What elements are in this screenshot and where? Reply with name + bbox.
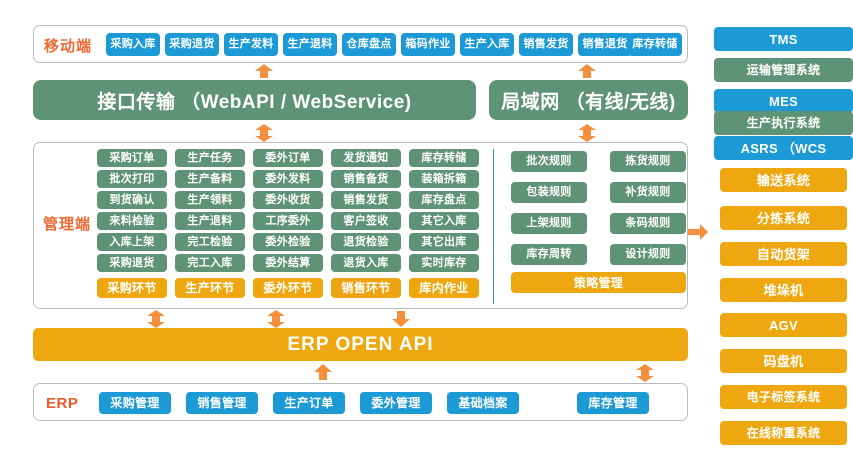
mgmt-c4-r5[interactable]: 实时库存 — [409, 254, 479, 272]
system-tms-name[interactable]: 运输管理系统 — [714, 58, 853, 82]
mgmt-c3-r4[interactable]: 退货检验 — [331, 233, 401, 251]
mgmt-c1-footer[interactable]: 生产环节 — [175, 278, 245, 298]
mgmt-c1-r2[interactable]: 生产领料 — [175, 191, 245, 209]
mgmt-c0-r3[interactable]: 来料检验 — [97, 212, 167, 230]
asrs-item-0[interactable]: 输送系统 — [720, 168, 847, 192]
asrs-item-2[interactable]: 自动货架 — [720, 242, 847, 266]
asrs-item-7[interactable]: 在线称重系统 — [720, 421, 847, 445]
strategy-r3-c1[interactable]: 设计规则 — [610, 244, 686, 265]
mobile-terminal-label: 移动端 — [44, 38, 93, 55]
strategy-r1-c1[interactable]: 补货规则 — [610, 182, 686, 203]
mgmt-c4-r3[interactable]: 其它入库 — [409, 212, 479, 230]
interface-transport-bar: 接口传输 （WebAPI / WebService) — [33, 80, 476, 120]
lan-bar: 局域网 （有线/无线) — [489, 80, 688, 120]
mgmt-c2-r4[interactable]: 委外检验 — [253, 233, 323, 251]
arrow-up-api-erp — [314, 364, 332, 380]
mgmt-c4-r0[interactable]: 库存转储 — [409, 149, 479, 167]
erp-item-inventory[interactable]: 库存管理 — [577, 392, 649, 414]
system-tms-code[interactable]: TMS — [714, 27, 853, 51]
mgmt-c4-r1[interactable]: 装箱拆箱 — [409, 170, 479, 188]
mobile-terminal-panel: 移动端 采购入库 采购退货 生产发料 生产退料 仓库盘点 箱码作业 生产入库 销… — [33, 25, 688, 63]
arrow-updown-lan-strategy — [578, 124, 596, 142]
mgmt-c3-footer[interactable]: 销售环节 — [331, 278, 401, 298]
mobile-item-1[interactable]: 采购退货 — [165, 33, 219, 56]
mgmt-c3-r1[interactable]: 销售备货 — [331, 170, 401, 188]
mgmt-c3-r0[interactable]: 发货通知 — [331, 149, 401, 167]
asrs-item-4[interactable]: AGV — [720, 313, 847, 337]
erp-open-api-bar: ERP OPEN API — [33, 328, 688, 361]
mgmt-c0-r0[interactable]: 采购订单 — [97, 149, 167, 167]
strategy-footer[interactable]: 策略管理 — [511, 272, 686, 293]
mgmt-c1-r4[interactable]: 完工检验 — [175, 233, 245, 251]
mgmt-c1-r3[interactable]: 生产退料 — [175, 212, 245, 230]
arrow-updown-mgmt-api-2 — [267, 310, 285, 328]
arrow-updown-mgmt-api-1 — [147, 310, 165, 328]
erp-item-1[interactable]: 销售管理 — [186, 392, 258, 414]
mobile-item-0[interactable]: 采购入库 — [106, 33, 160, 56]
mgmt-c1-r5[interactable]: 完工入库 — [175, 254, 245, 272]
mgmt-c2-r2[interactable]: 委外收货 — [253, 191, 323, 209]
mgmt-c0-footer[interactable]: 采购环节 — [97, 278, 167, 298]
strategy-r2-c0[interactable]: 上架规则 — [511, 213, 587, 234]
mgmt-c4-footer[interactable]: 库内作业 — [409, 278, 479, 298]
mobile-item-9[interactable]: 库存转储 — [628, 33, 682, 56]
mobile-item-8[interactable]: 销售退货 — [578, 33, 632, 56]
arrow-up-mobile-lan — [578, 64, 596, 78]
mobile-item-4[interactable]: 仓库盘点 — [342, 33, 396, 56]
mgmt-c2-r0[interactable]: 委外订单 — [253, 149, 323, 167]
mgmt-c2-r5[interactable]: 委外结算 — [253, 254, 323, 272]
strategy-r0-c0[interactable]: 批次规则 — [511, 151, 587, 172]
mgmt-c2-r3[interactable]: 工序委外 — [253, 212, 323, 230]
mobile-item-5[interactable]: 箱码作业 — [401, 33, 455, 56]
arrow-up-mobile-api — [255, 64, 273, 78]
mobile-item-7[interactable]: 销售发货 — [519, 33, 573, 56]
mobile-item-2[interactable]: 生产发料 — [224, 33, 278, 56]
arrow-down-mgmt-api — [392, 311, 410, 327]
erp-item-2[interactable]: 生产订单 — [273, 392, 345, 414]
arrow-updown-api-mgmt — [255, 124, 273, 142]
strategy-r0-c1[interactable]: 拣货规则 — [610, 151, 686, 172]
mgmt-c1-r0[interactable]: 生产任务 — [175, 149, 245, 167]
asrs-item-6[interactable]: 电子标签系统 — [720, 385, 847, 409]
mobile-item-6[interactable]: 生产入库 — [460, 33, 514, 56]
mgmt-c0-r4[interactable]: 入库上架 — [97, 233, 167, 251]
mobile-item-3[interactable]: 生产退料 — [283, 33, 337, 56]
mgmt-c0-r1[interactable]: 批次打印 — [97, 170, 167, 188]
mgmt-c4-r2[interactable]: 库存盘点 — [409, 191, 479, 209]
mgmt-c0-r5[interactable]: 采购退货 — [97, 254, 167, 272]
erp-panel: ERP 采购管理 销售管理 生产订单 委外管理 基础档案 库存管理 — [33, 383, 688, 421]
mgmt-c3-r2[interactable]: 销售发货 — [331, 191, 401, 209]
system-mes-code[interactable]: MES — [714, 89, 853, 113]
arrow-updown-api-erp — [636, 364, 654, 382]
erp-label: ERP — [46, 395, 79, 412]
mgmt-c4-r4[interactable]: 其它出库 — [409, 233, 479, 251]
erp-item-0[interactable]: 采购管理 — [99, 392, 171, 414]
strategy-r2-c1[interactable]: 条码规则 — [610, 213, 686, 234]
asrs-item-5[interactable]: 码盘机 — [720, 349, 847, 373]
system-mes-name[interactable]: 生产执行系统 — [714, 111, 853, 135]
mgmt-c0-r2[interactable]: 到货确认 — [97, 191, 167, 209]
arrow-right-strategy-asrs — [688, 224, 708, 240]
asrs-item-1[interactable]: 分拣系统 — [720, 206, 847, 230]
management-terminal-label: 管理端 — [43, 216, 92, 233]
asrs-item-3[interactable]: 堆垛机 — [720, 278, 847, 302]
mgmt-c3-r3[interactable]: 客户签收 — [331, 212, 401, 230]
mgmt-c2-footer[interactable]: 委外环节 — [253, 278, 323, 298]
mgmt-c1-r1[interactable]: 生产备料 — [175, 170, 245, 188]
mgmt-c3-r5[interactable]: 退货入库 — [331, 254, 401, 272]
strategy-r1-c0[interactable]: 包装规则 — [511, 182, 587, 203]
management-terminal-panel: 管理端 采购订单 批次打印 到货确认 来料检验 入库上架 采购退货 采购环节 生… — [33, 142, 688, 309]
asrs-header[interactable]: ASRS （WCS — [714, 136, 853, 160]
strategy-r3-c0[interactable]: 库存周转 — [511, 244, 587, 265]
erp-item-4[interactable]: 基础档案 — [447, 392, 519, 414]
mgmt-c2-r1[interactable]: 委外发料 — [253, 170, 323, 188]
erp-item-3[interactable]: 委外管理 — [360, 392, 432, 414]
panel-divider — [493, 149, 494, 304]
